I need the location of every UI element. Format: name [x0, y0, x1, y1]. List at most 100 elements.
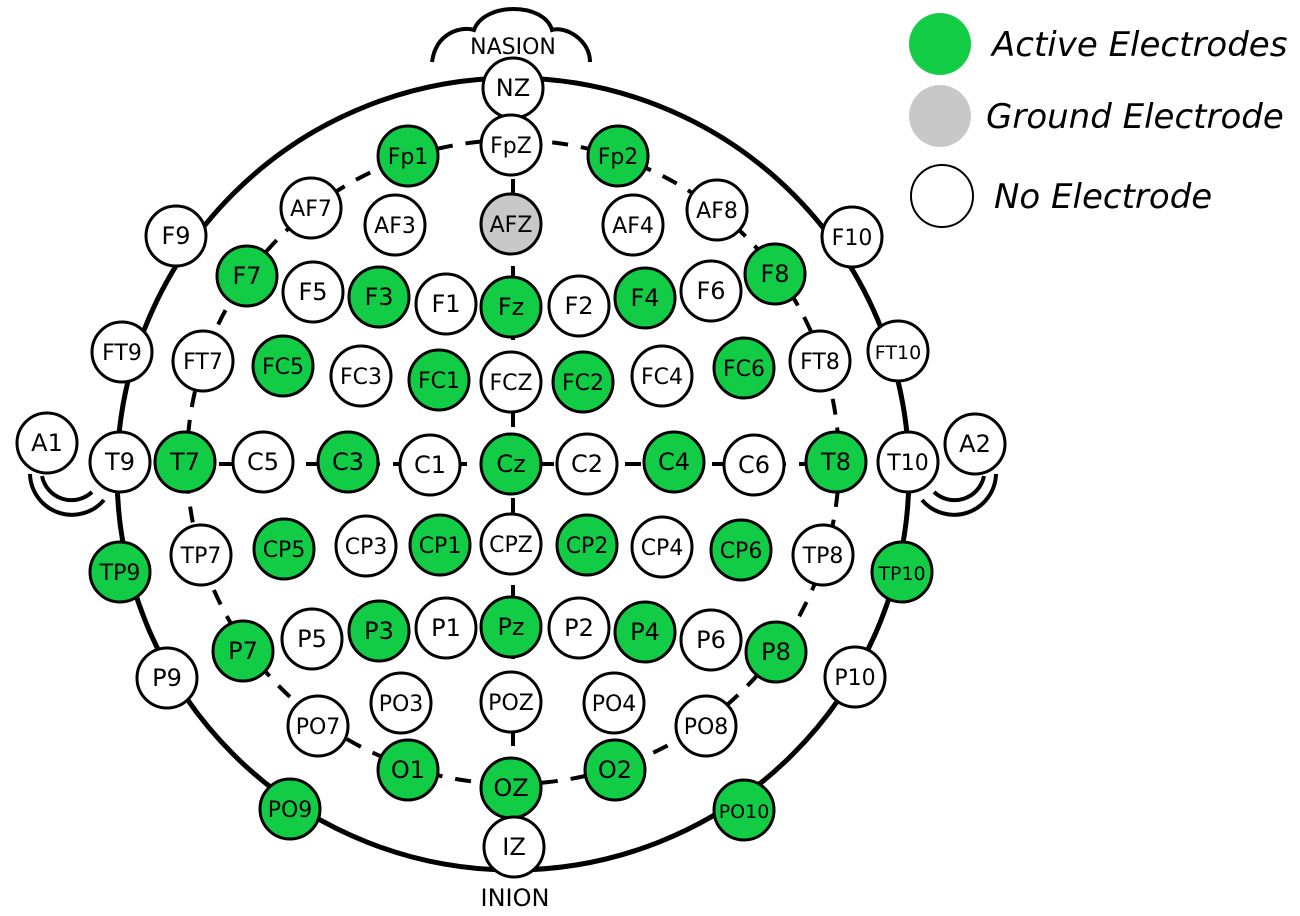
electrode-p3: P3 [347, 599, 411, 663]
electrode-circle [334, 514, 398, 578]
electrode-c4: C4 [642, 430, 706, 494]
electrode-ft7: FT7 [171, 329, 235, 393]
electrode-label: F6 [696, 277, 725, 305]
electrode-label: C4 [658, 448, 690, 476]
electrode-label: T8 [820, 448, 851, 476]
electrode-label: FC1 [418, 369, 460, 394]
electrode-label: P4 [630, 618, 660, 646]
electrode-circle [135, 646, 199, 710]
legend-item-none: No Electrode [910, 164, 1212, 228]
electrode-fc3: FC3 [329, 344, 393, 408]
electrode-circle [613, 266, 677, 330]
electrode-circle [316, 430, 380, 494]
electrode-circle [479, 670, 543, 734]
electrode-label: FpZ [490, 134, 532, 159]
electrode-fc6: FC6 [712, 336, 776, 400]
electrode-label: F7 [232, 262, 261, 290]
electrode-po10: PO10 [712, 778, 776, 842]
electrode-c6: C6 [722, 433, 786, 497]
electrode-circle [804, 430, 868, 494]
electrode-f2: F2 [547, 274, 611, 338]
electrode-circle [90, 320, 154, 384]
electrode-label: T7 [169, 448, 200, 476]
electrode-cp3: CP3 [334, 514, 398, 578]
electrode-circle [251, 334, 315, 398]
electrode-circle [630, 515, 694, 579]
electrode-circle [479, 275, 543, 339]
electrode-label: P3 [364, 617, 394, 645]
electrode-circle [407, 348, 471, 412]
electrode-circle [363, 193, 427, 257]
electrode-label: FT9 [102, 341, 142, 366]
electrode-f7: F7 [215, 244, 279, 308]
electrode-tp10: TP10 [870, 540, 934, 604]
electrode-circle [88, 430, 152, 494]
electrode-label: TP7 [180, 544, 222, 569]
electrode-tp9: TP9 [88, 540, 152, 604]
electrode-f1: F1 [414, 272, 478, 336]
electrode-nz: NZ [481, 56, 545, 120]
electrode-circle [479, 512, 543, 576]
electrode-tp8: TP8 [791, 523, 855, 587]
electrode-label: C5 [247, 448, 279, 476]
electrode-af8: AF8 [685, 178, 749, 242]
electrode-c2: C2 [555, 432, 619, 496]
electrode-cz: Cz [479, 432, 543, 496]
electrode-label: CP2 [566, 534, 609, 559]
electrode-label: Pz [497, 613, 524, 641]
electrode-circle [820, 205, 884, 269]
electrode-t7: T7 [153, 430, 217, 494]
electrode-circle [547, 274, 611, 338]
electrode-label: PO4 [592, 692, 637, 717]
electrode-label: F3 [364, 283, 393, 311]
electrode-label: F9 [161, 222, 190, 250]
electrode-label: FT8 [800, 350, 840, 375]
electrode-o1: O1 [376, 738, 440, 802]
electrode-circle [398, 433, 462, 497]
electrode-f4: F4 [613, 266, 677, 330]
electrode-p7: P7 [211, 619, 275, 683]
electrode-circle [601, 193, 665, 257]
electrode-label: Cz [496, 450, 525, 478]
electrode-afz: AFZ [479, 192, 543, 256]
electrode-f5: F5 [281, 260, 345, 324]
electrode-circle [642, 430, 706, 494]
electrode-label: CPZ [489, 533, 533, 558]
electrode-label: P10 [834, 666, 875, 691]
electrode-circle [743, 242, 807, 306]
electrode-label: AF3 [374, 214, 416, 239]
electrode-circle [744, 620, 808, 684]
electrode-label: F1 [431, 290, 460, 318]
electrode-po9: PO9 [258, 777, 322, 841]
electrode-af4: AF4 [601, 193, 665, 257]
electrode-label: C6 [738, 451, 770, 479]
electrode-circle [479, 432, 543, 496]
electrode-cpz: CPZ [479, 512, 543, 576]
electrode-c1: C1 [398, 433, 462, 497]
electrode-circle [866, 319, 930, 383]
electrode-circle [258, 777, 322, 841]
legend-swatch [910, 164, 974, 228]
electrode-circle [482, 815, 546, 879]
electrode-af3: AF3 [363, 193, 427, 257]
electrode-label: P8 [761, 638, 791, 666]
legend-label: Ground Electrode [986, 97, 1284, 137]
electrode-circle [479, 595, 543, 659]
electrode-label: T10 [886, 451, 928, 476]
electrode-circle [586, 124, 650, 188]
electrode-p8: P8 [744, 620, 808, 684]
electrode-label: FC4 [641, 365, 683, 390]
electrode-label: O1 [391, 756, 425, 784]
electrode-iz: IZ [482, 815, 546, 879]
electrode-label: CP1 [419, 534, 462, 559]
electrode-label: A2 [959, 430, 991, 458]
electrode-label: C2 [571, 450, 603, 478]
electrode-circle [788, 329, 852, 393]
electrode-f10: F10 [820, 205, 884, 269]
electrode-fc1: FC1 [407, 348, 471, 412]
electrode-label: FC5 [262, 355, 304, 380]
electrode-fpz: FpZ [479, 113, 543, 177]
electrode-circle [583, 738, 647, 802]
electrode-p10: P10 [823, 645, 887, 709]
electrode-ft8: FT8 [788, 329, 852, 393]
